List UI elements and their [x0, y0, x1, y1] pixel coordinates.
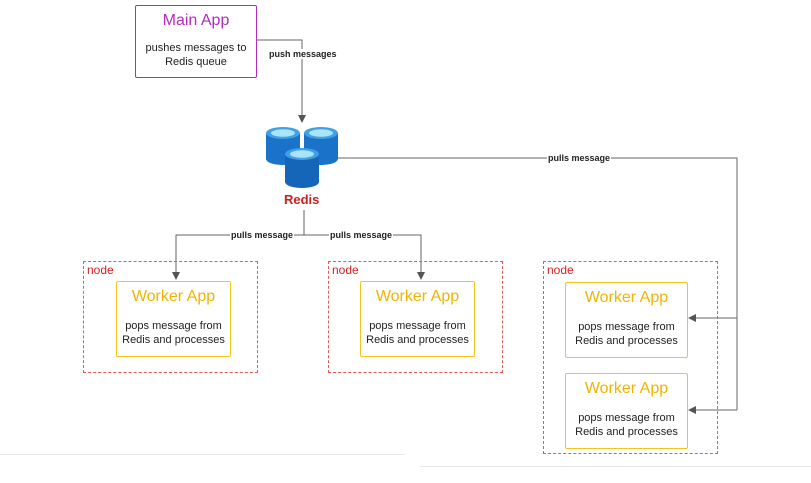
worker-app-box: Worker App pops message from Redis and p…: [565, 282, 688, 358]
worker-app-description: pops message from Redis and processes: [575, 321, 678, 347]
page-divider: [420, 466, 811, 467]
worker-app-title: Worker App: [131, 288, 216, 305]
pull-message-label-left: pulls message: [230, 230, 295, 240]
worker-app-description: pops message from Redis and processes: [366, 320, 469, 346]
page-divider: [0, 454, 405, 455]
node-container-1: node: [83, 261, 258, 373]
main-app-title: Main App: [162, 12, 230, 29]
redis-label: Redis: [284, 192, 320, 207]
pull-message-label-right: pulls message: [547, 153, 612, 163]
node-container-3: node: [543, 261, 718, 454]
main-app-box: Main App pushes messages to Redis queue: [135, 5, 257, 78]
worker-app-box: Worker App pops message from Redis and p…: [360, 281, 475, 357]
worker-app-box: Worker App pops message from Redis and p…: [116, 281, 231, 357]
node-label: node: [547, 263, 574, 277]
worker-app-title: Worker App: [375, 288, 460, 305]
worker-app-description: pops message from Redis and processes: [575, 412, 678, 438]
redis-database-icon: [266, 127, 338, 188]
main-app-description: pushes messages to Redis queue: [145, 42, 247, 68]
node-label: node: [332, 263, 359, 277]
worker-app-title: Worker App: [584, 289, 669, 306]
node-container-2: node: [328, 261, 503, 373]
worker-app-description: pops message from Redis and processes: [122, 320, 225, 346]
node-label: node: [87, 263, 114, 277]
push-connector: [257, 39, 306, 123]
worker-app-box: Worker App pops message from Redis and p…: [565, 373, 688, 449]
push-messages-label: push messages: [268, 49, 338, 59]
pull-message-label-middle: pulls message: [329, 230, 394, 240]
worker-app-title: Worker App: [584, 380, 669, 397]
pull-connector-right: [338, 157, 738, 410]
